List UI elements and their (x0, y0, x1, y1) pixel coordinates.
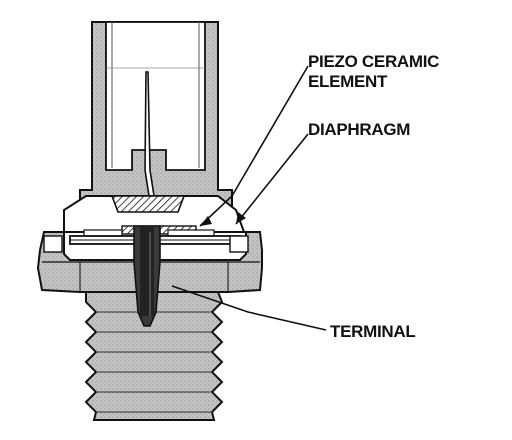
piezo-arrowhead (200, 216, 212, 226)
threaded-stud (84, 291, 224, 421)
terminal-leader (171, 285, 327, 331)
label-diaphragm: DIAPHRAGM (308, 120, 411, 139)
sensor-cavity (63, 195, 246, 233)
leader-lines (171, 65, 327, 331)
label-piezo-line1: PIEZO CERAMIC (308, 52, 440, 71)
piezo-leader (199, 65, 309, 227)
label-piezo-ceramic-element: PIEZO CERAMIC ELEMENT (308, 52, 439, 92)
diaphragm-leader (235, 133, 309, 225)
central-terminal (133, 225, 161, 327)
diaphragm-arrowhead (236, 212, 246, 224)
connector-housing (79, 21, 233, 213)
retainer-block (110, 195, 186, 213)
label-piezo-line2: ELEMENT (308, 72, 388, 91)
label-terminal: TERMINAL (330, 322, 416, 341)
